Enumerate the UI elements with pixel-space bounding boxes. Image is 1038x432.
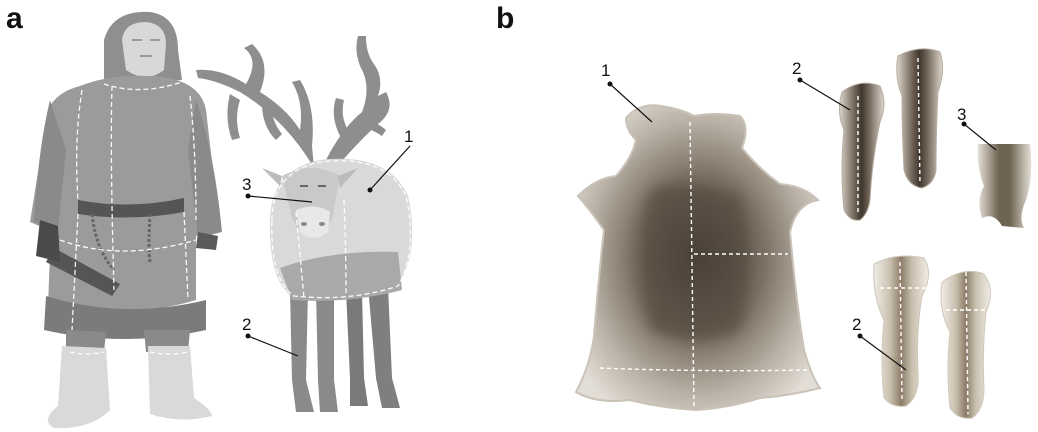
callout-number: 3 <box>242 175 251 194</box>
callout-number: 2 <box>242 315 251 334</box>
panel-b-callout-3: 3 <box>957 105 996 150</box>
callout-number: 3 <box>957 105 966 124</box>
callout-number: 2 <box>852 315 861 334</box>
callout-number: 2 <box>792 59 801 78</box>
panel-b-letter: b <box>496 2 514 35</box>
panel-a-letter: a <box>6 2 23 35</box>
body-hide-photo <box>576 105 820 410</box>
person-illustration <box>30 12 222 428</box>
head-skin-photo <box>978 144 1032 228</box>
panel-a: a <box>6 2 413 428</box>
callout-number: 1 <box>601 61 610 80</box>
reindeer-illustration <box>196 36 412 412</box>
leg-skin-photo-light-1 <box>874 256 932 406</box>
panel-a-callout-2: 2 <box>242 315 298 356</box>
panel-b: b <box>496 2 1031 418</box>
callout-number: 1 <box>404 127 413 146</box>
leg-skin-photo-dark-1 <box>839 83 884 220</box>
leg-skin-photo-light-2 <box>941 271 992 418</box>
leg-skin-photo-dark-2 <box>897 49 943 188</box>
